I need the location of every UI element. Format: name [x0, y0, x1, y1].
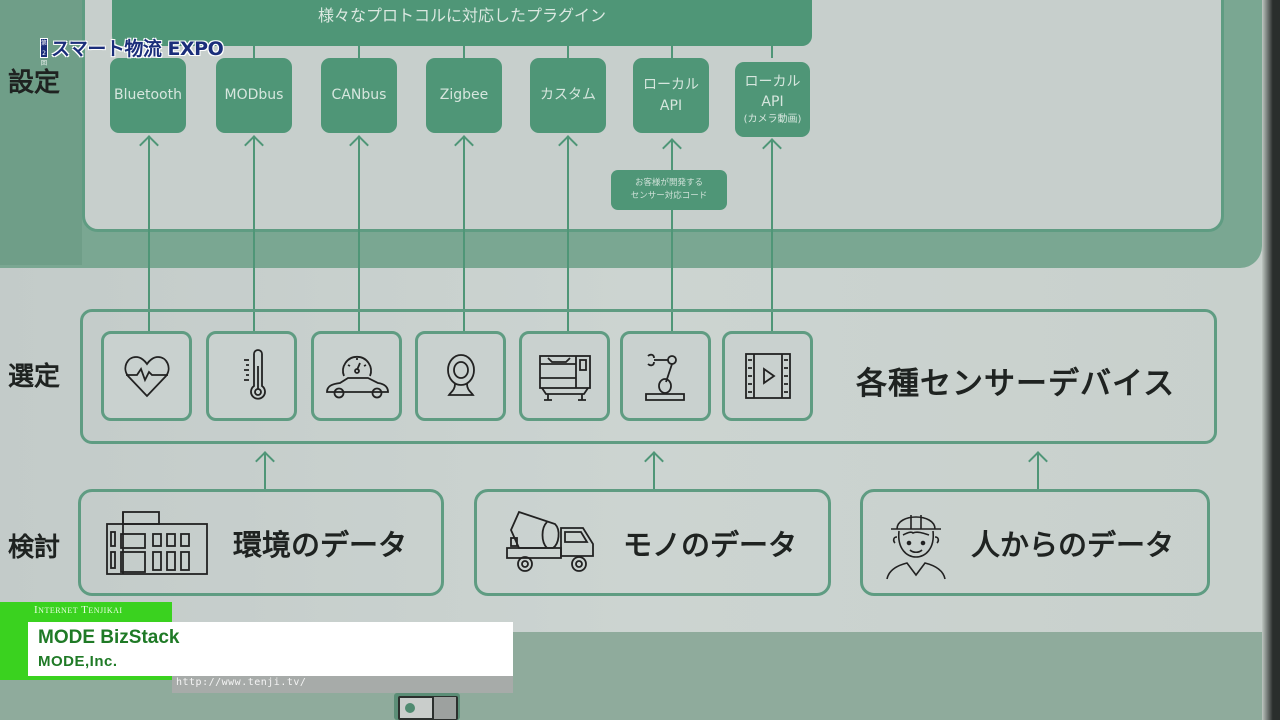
arrow-line: [671, 140, 673, 170]
plugin-label: ローカル: [643, 77, 699, 94]
company-name: MODE,Inc.: [38, 653, 118, 670]
expo-logo-text: スマート物流 EXPO: [51, 38, 224, 60]
plugin-label: MODbus: [224, 87, 284, 104]
webcam-icon: [446, 354, 475, 396]
data-source-label: モノのデータ: [623, 527, 798, 562]
plugin-custom: カスタム: [530, 58, 606, 133]
data-source-label: 環境のデータ: [233, 527, 408, 562]
sensor-machine: [519, 331, 610, 421]
connector-line: [567, 44, 569, 58]
sensor-webcam: [415, 331, 506, 421]
robot-arm-icon: [644, 353, 685, 401]
data-source-label: 人からのデータ: [971, 527, 1175, 562]
machine-icon: [538, 355, 591, 401]
arrow-line: [771, 140, 773, 331]
sensor-heart-rate: [101, 331, 192, 421]
data-source-things: モノのデータ: [474, 489, 831, 596]
plugin-local-api: ローカル API: [633, 58, 709, 133]
plugin-canbus: CANbus: [321, 58, 397, 133]
mixer-truck-icon: [506, 510, 594, 572]
lower-third-panel: [28, 622, 513, 676]
plugin-label-2: API: [659, 97, 683, 114]
device-led-icon: [405, 703, 415, 713]
plugin-bluetooth: Bluetooth: [110, 58, 186, 133]
developer-code-note: お客様が開発する センサー対応コード: [611, 170, 727, 210]
arrow-line: [653, 452, 655, 489]
plugin-zigbee: Zigbee: [426, 58, 502, 133]
car-speedometer-icon: [325, 355, 389, 399]
note-line-1: お客様が開発する: [634, 178, 703, 189]
plugin-label-2: API: [761, 94, 784, 111]
sensor-devices-frame: [80, 309, 1217, 444]
video-film-icon: [744, 353, 791, 399]
sensor-thermometer: [206, 331, 297, 421]
sensor-robot-arm: [620, 331, 711, 421]
plugin-header: 様々なプロトコルに対応したプラグイン: [112, 0, 812, 46]
row-label-settings: 設定: [8, 68, 61, 98]
plugin-local-api-camera: ローカル API (カメラ動画): [735, 62, 810, 137]
connector-line: [463, 44, 465, 58]
connector-line: [771, 44, 773, 58]
arrow-line: [148, 137, 150, 331]
expo-edition-badge: 第2回: [40, 37, 48, 67]
product-title: MODE BizStack: [38, 627, 180, 648]
sensor-vehicle: [311, 331, 402, 421]
row-label-consideration: 検討: [8, 533, 61, 563]
worker-icon: [886, 514, 946, 579]
plugin-modbus: MODbus: [216, 58, 292, 133]
display-bezel: [1262, 0, 1280, 720]
heart-rate-icon: [124, 356, 169, 398]
row-label-selection: 選定: [8, 362, 61, 392]
url-bar: [172, 676, 513, 693]
plugin-label: Bluetooth: [114, 87, 182, 104]
thermometer-icon: [243, 349, 266, 400]
plugin-label: CANbus: [331, 87, 387, 104]
arrow-line: [1037, 452, 1039, 489]
arrow-line: [264, 452, 266, 489]
plugin-label-3: (カメラ動画): [743, 113, 802, 125]
data-source-people: 人からのデータ: [860, 489, 1210, 596]
connector-line: [253, 44, 255, 58]
plugin-label: Zigbee: [439, 87, 489, 104]
connector-line: [148, 44, 150, 58]
arrow-line: [463, 137, 465, 331]
building-icon: [106, 510, 208, 575]
arrow-line: [253, 137, 255, 331]
sensor-devices-title: 各種センサーデバイス: [856, 366, 1176, 402]
device-slot: [432, 697, 456, 719]
plugin-label: ローカル: [744, 73, 801, 90]
arrow-line: [671, 210, 673, 331]
data-source-environment: 環境のデータ: [78, 489, 444, 596]
arrow-line: [567, 137, 569, 331]
arrow-line: [358, 137, 360, 331]
note-line-2: センサー対応コード: [630, 191, 708, 201]
connector-line: [358, 44, 360, 58]
plugin-label: カスタム: [540, 87, 596, 104]
site-url[interactable]: http://www.tenji.tv/: [176, 677, 307, 688]
lower-third-tag: Internet Tenjikai: [34, 604, 123, 616]
connector-line: [671, 44, 673, 58]
expo-logo: 第2回 スマート物流 EXPO: [40, 34, 224, 67]
sensor-video: [722, 331, 813, 421]
